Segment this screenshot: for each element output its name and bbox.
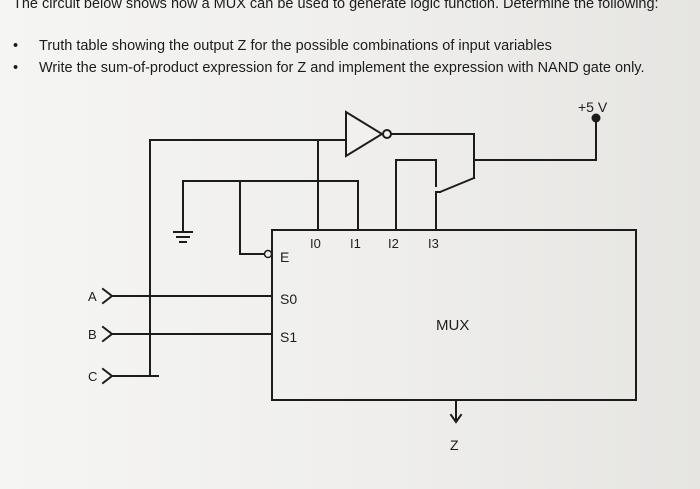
input-c-label: C [88, 369, 97, 384]
mux-label: MUX [436, 317, 469, 334]
enable-wire [239, 180, 269, 255]
i1-label: I1 [350, 236, 361, 251]
i2-wire [395, 159, 437, 231]
i0-label: I0 [310, 236, 321, 251]
bullet-item: • Truth table showing the output Z for t… [13, 36, 645, 57]
bullet-item: • Write the sum-of-product expression fo… [13, 58, 645, 79]
output-label: Z [450, 437, 459, 453]
bullet-text: Truth table showing the output Z for the… [39, 38, 552, 54]
s1-label: S1 [280, 329, 297, 345]
c-input-wire [149, 139, 347, 377]
enable-label: E [280, 249, 289, 265]
i3-label: I3 [428, 236, 439, 251]
output-wire [449, 399, 463, 424]
input-a-label: A [88, 289, 97, 304]
question-intro: The circuit below shows how a MUX can be… [13, 0, 659, 12]
bullet-icon: • [13, 60, 19, 76]
supply-wire [473, 119, 597, 161]
a-arrow-icon [101, 287, 114, 305]
question-bullets: • Truth table showing the output Z for t… [13, 36, 645, 80]
i1-wire [182, 180, 359, 231]
enable-bubble-icon [263, 249, 273, 259]
inverter-gate [345, 110, 384, 158]
input-b-label: B [88, 327, 97, 342]
supply-label: +5 V [578, 99, 608, 115]
i2-label: I2 [388, 236, 399, 251]
supply-terminal-icon [591, 113, 601, 123]
inverter-output-wire [390, 133, 475, 179]
s0-label: S0 [280, 291, 297, 307]
bullet-icon: • [13, 38, 19, 54]
bullet-text: Write the sum-of-product expression for … [39, 60, 645, 76]
c-arrow-icon [101, 367, 114, 385]
b-arrow-icon [101, 325, 114, 343]
mux-block [271, 229, 637, 401]
inverter-bubble [382, 129, 392, 139]
ground-icon [173, 231, 193, 243]
i3-wire [435, 176, 476, 231]
